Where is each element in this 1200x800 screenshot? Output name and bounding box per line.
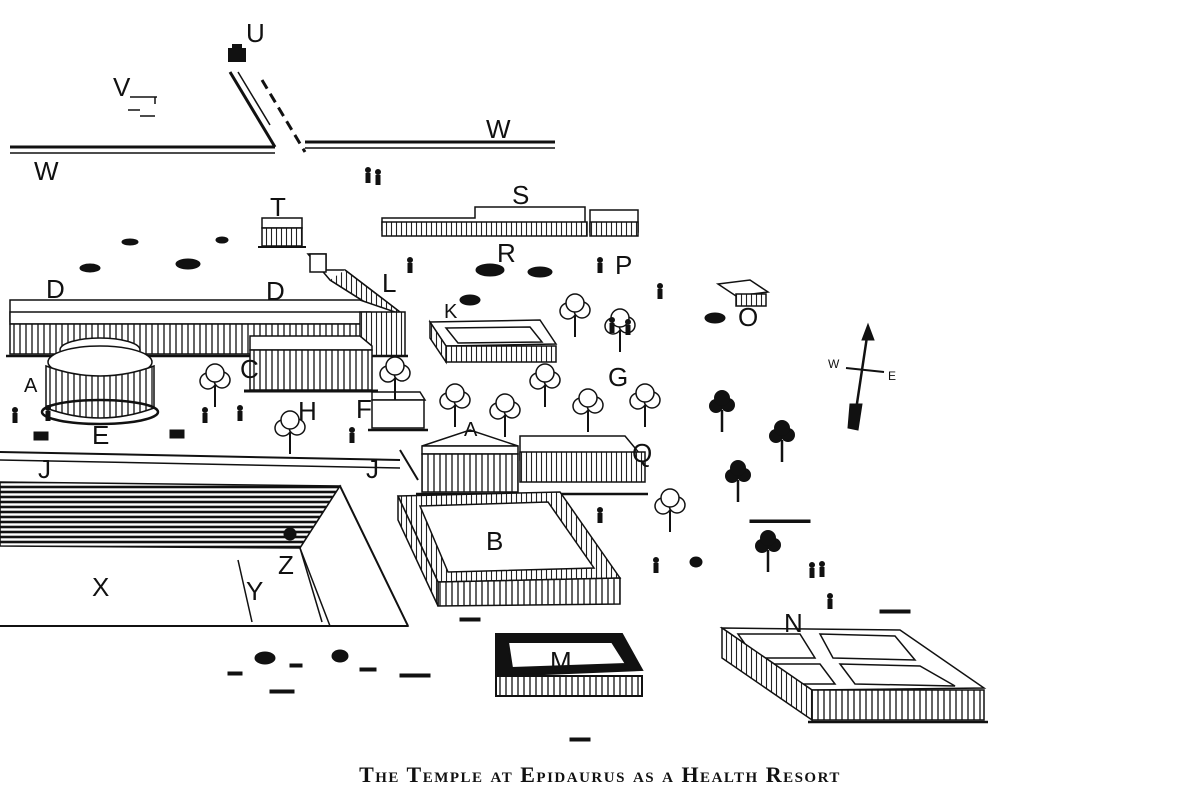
- building-o: [715, 279, 771, 307]
- enclosure-wall-w: [10, 140, 555, 154]
- label-o: O: [738, 302, 758, 332]
- label-m: M: [550, 646, 572, 676]
- label-z: Z: [278, 550, 294, 580]
- compass-label-w: W: [828, 357, 840, 371]
- label-a-temple: A: [464, 419, 478, 441]
- terrace-wall-j: [0, 449, 419, 481]
- plan-labels: U V W W T S R P D D L K O C G A A H F E …: [24, 18, 896, 676]
- label-l: L: [382, 268, 396, 298]
- label-h: H: [298, 396, 317, 426]
- road-to-u: [228, 71, 307, 153]
- label-j-right: J: [366, 454, 379, 484]
- label-u: U: [246, 18, 265, 48]
- label-a-left: A: [24, 375, 38, 397]
- court-m: [495, 633, 644, 697]
- label-d-left: D: [46, 274, 65, 304]
- label-e: E: [92, 420, 109, 450]
- temple-c: [244, 335, 378, 393]
- ground-marks: [33, 236, 911, 742]
- stoa-s: [381, 206, 639, 237]
- label-t: T: [270, 192, 286, 222]
- label-w-left: W: [34, 156, 59, 186]
- label-s: S: [512, 180, 529, 210]
- label-f: F: [356, 394, 372, 424]
- building-t: [258, 217, 306, 248]
- label-p: P: [615, 250, 632, 280]
- court-b: [396, 491, 622, 607]
- label-c: C: [240, 354, 259, 384]
- label-n: N: [784, 608, 803, 638]
- label-q: Q: [632, 438, 652, 468]
- court-n: [719, 626, 988, 724]
- label-g: G: [608, 362, 628, 392]
- stoa-q: [416, 429, 648, 496]
- building-f: [368, 391, 428, 432]
- stadium-x: [0, 481, 410, 627]
- label-b: B: [486, 526, 503, 556]
- label-d-right: D: [266, 276, 285, 306]
- compass-label-e: E: [888, 369, 896, 383]
- court-k: [428, 319, 558, 365]
- label-y: Y: [246, 576, 263, 606]
- figure-caption: The Temple at Epidaurus as a Health Reso…: [359, 762, 841, 787]
- tholos-rotunda: [40, 337, 160, 426]
- label-j-left: J: [38, 454, 51, 484]
- label-x: X: [92, 572, 109, 602]
- building-u: [228, 44, 246, 62]
- building-v: [128, 96, 157, 117]
- compass-rose: [845, 322, 885, 431]
- label-w-right: W: [486, 114, 511, 144]
- label-r: R: [497, 238, 516, 268]
- label-k: K: [444, 301, 458, 323]
- label-v: V: [113, 72, 131, 102]
